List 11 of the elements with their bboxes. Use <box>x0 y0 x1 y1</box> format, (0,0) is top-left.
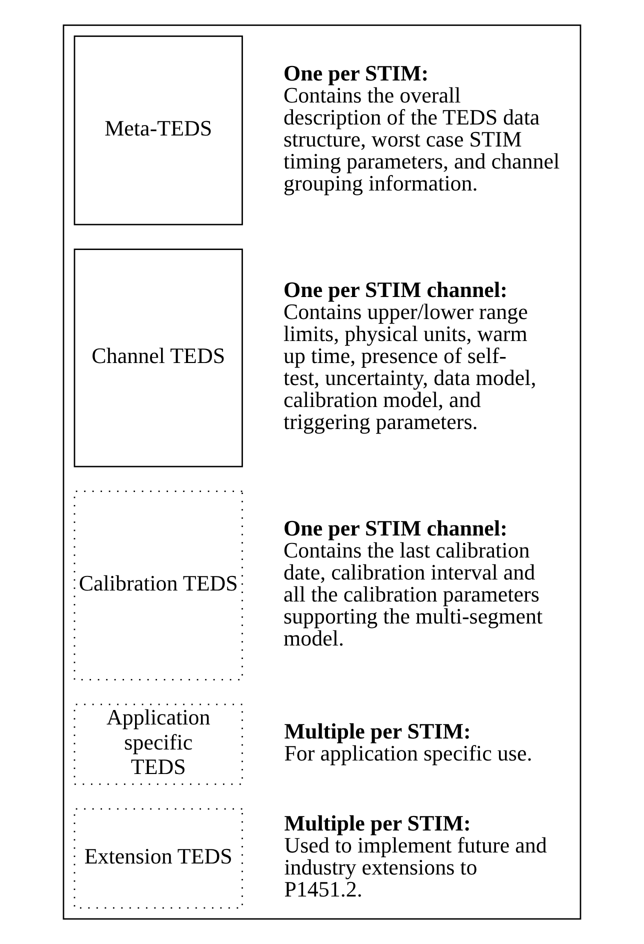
node-box: Calibration TEDS <box>74 490 243 680</box>
node-label: One per STIM channel: <box>284 516 508 541</box>
node-box: Channel TEDS <box>74 248 243 468</box>
node-box: Extension TEDS <box>74 808 243 909</box>
node-box: Application specific TEDS <box>74 704 243 785</box>
node-label: Multiple per STIM: <box>284 810 471 836</box>
node-box: Meta-TEDS <box>74 35 243 226</box>
cluster <box>62 24 582 920</box>
node-label: One per STIM: <box>284 60 429 86</box>
node-label: Multiple per STIM: <box>284 718 471 744</box>
node-label: One per STIM channel: <box>284 277 508 302</box>
